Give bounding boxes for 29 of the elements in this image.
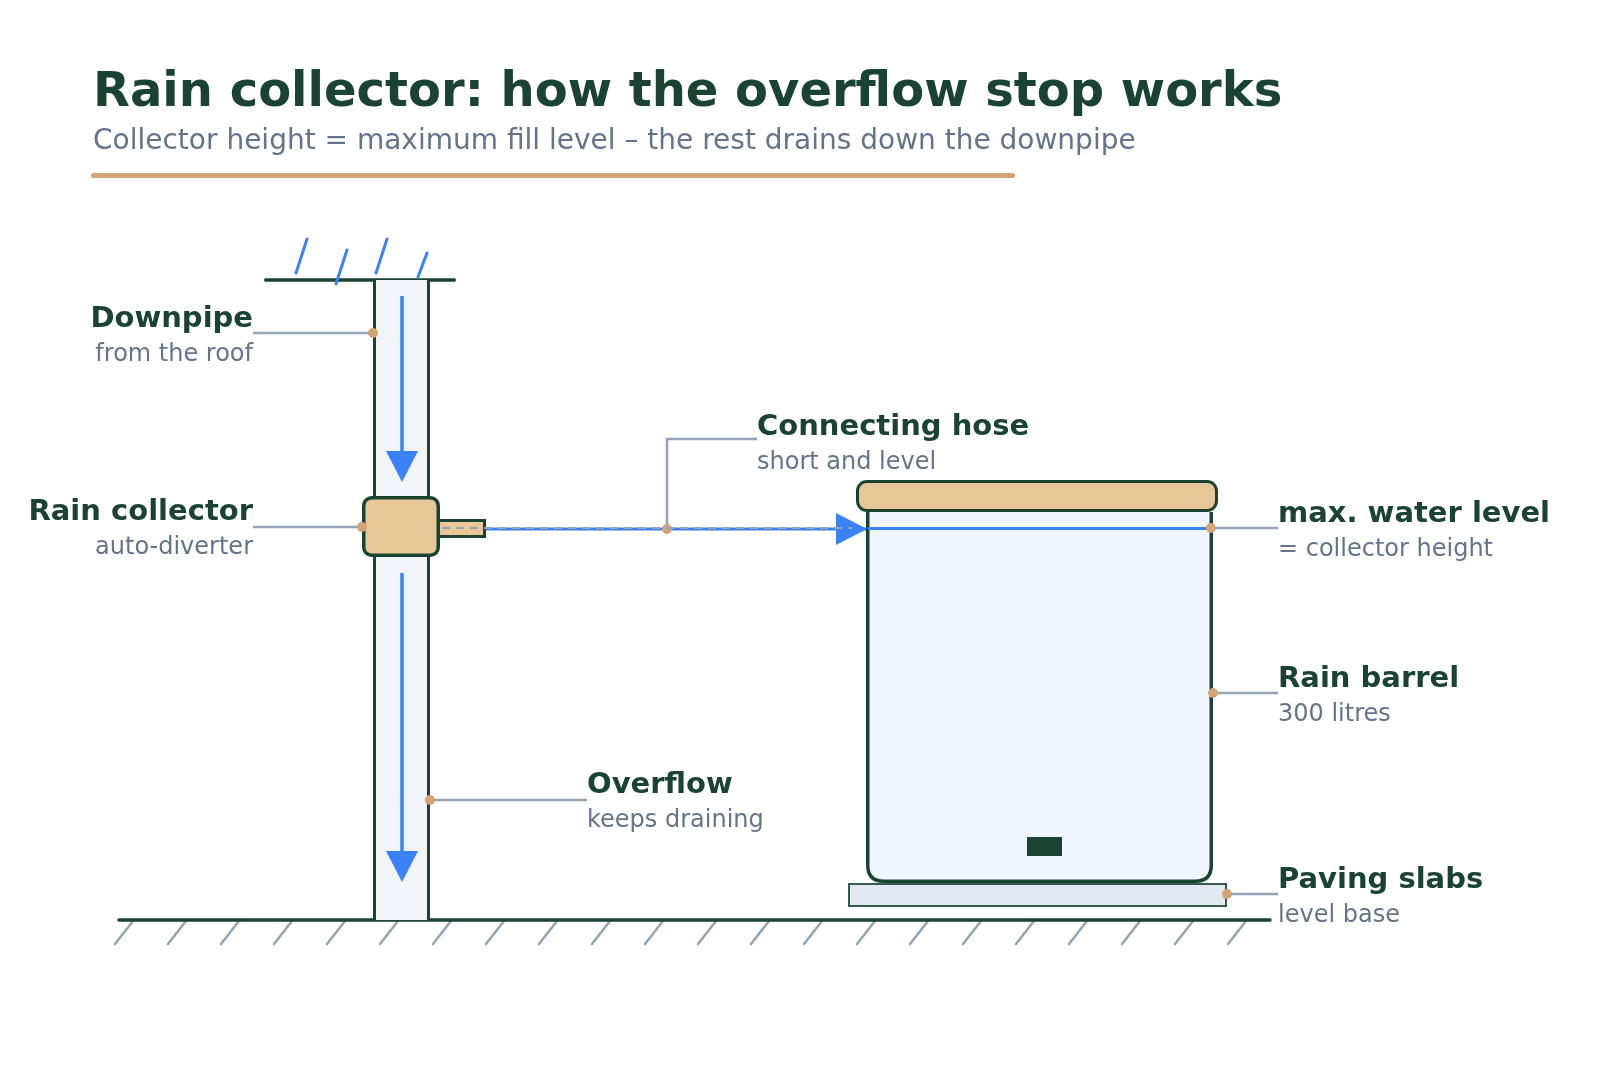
part-label: max. water level [1278,496,1551,528]
leader-line [1222,889,1278,899]
flow-arrow [486,513,867,545]
paving-slab [848,883,1227,907]
leader-line [1208,688,1278,698]
part-label: Rain barrel [1278,661,1460,693]
leader-line [253,328,378,338]
part-label: Paving slabs [1278,862,1484,894]
barrel-lid [856,480,1218,512]
rain-barrel [866,512,1213,883]
part-note: 300 litres [1278,699,1391,727]
part-label: Overflow [587,767,733,799]
part-note: auto-diverter [95,532,253,560]
subtitle: Collector height = maximum fill level – the rest drains down the downpipe [93,123,1136,157]
part-note: from the roof [95,339,253,367]
part-note: = collector height [1278,534,1493,562]
downpipe [373,280,430,920]
part-label: Connecting hose [757,409,1030,441]
part-label: Rain collector [28,494,253,526]
rain-collector [362,496,486,557]
leader-line [662,437,757,534]
diagram-title: Rain collector: how the overflow stop works [93,61,1283,117]
leader-line [253,522,367,532]
leader-line [425,795,587,805]
part-label: Downpipe [90,301,253,333]
part-note: keeps draining [587,805,764,833]
leader-line [1206,523,1278,533]
part-note: level base [1278,900,1400,928]
part-note: short and level [757,447,937,475]
